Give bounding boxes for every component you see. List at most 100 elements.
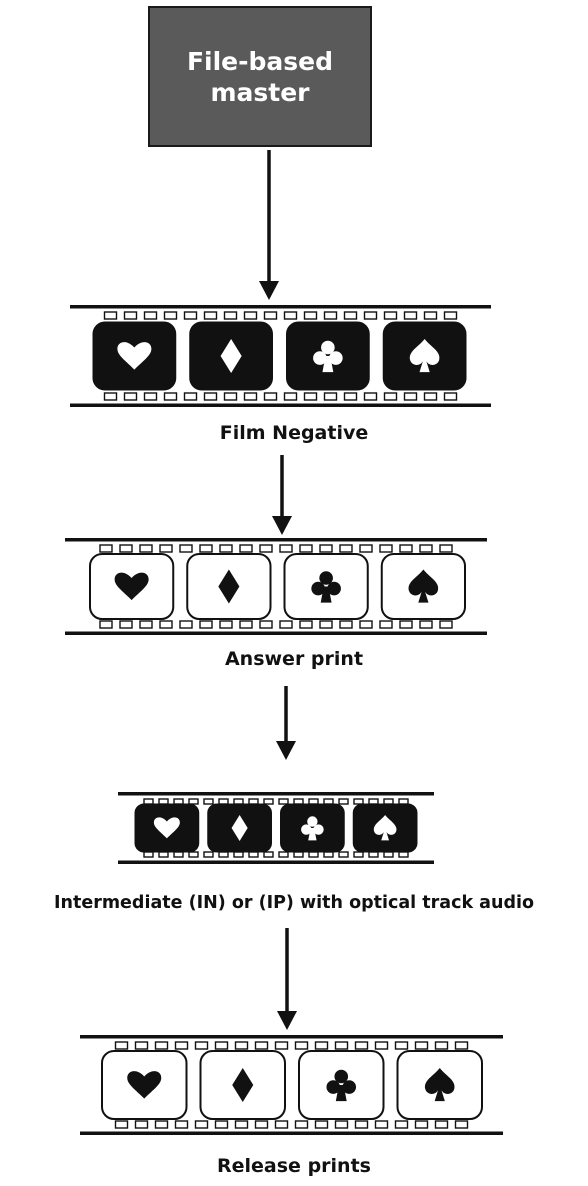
sprocket-hole (234, 1120, 249, 1129)
sprocket-hole (374, 1120, 389, 1129)
sprocket-hole (119, 620, 133, 629)
sprocket-hole (173, 798, 184, 805)
sprocket-hole (323, 851, 334, 858)
sprocket-hole (314, 1041, 329, 1050)
sprocket-hole (218, 798, 229, 805)
club-icon (326, 1069, 357, 1102)
spade-icon (409, 339, 440, 373)
sprocket-hole (439, 620, 453, 629)
sprocket-hole (158, 851, 169, 858)
sprocket-hole (339, 620, 353, 629)
sprocket-hole (319, 620, 333, 629)
sprocket-hole (134, 1041, 149, 1050)
sprocket-hole (323, 311, 338, 320)
sprocket-hole (319, 544, 333, 553)
sprocket-hole (219, 620, 233, 629)
sprocket-hole (234, 1041, 249, 1050)
sprocket-hole (263, 798, 274, 805)
sprocket-hole (339, 544, 353, 553)
sprocket-hole (188, 798, 199, 805)
sprocket-hole (223, 311, 238, 320)
sprocket-hole (299, 620, 313, 629)
sprocket-hole (399, 620, 413, 629)
film-negative-label: Film Negative (219, 422, 369, 444)
film-strip (118, 792, 434, 864)
sprocket-hole (134, 1120, 149, 1129)
sprocket-hole (239, 544, 253, 553)
sprocket-hole (383, 851, 394, 858)
heart-icon (127, 1071, 162, 1099)
sprocket-hole (283, 311, 298, 320)
sprocket-hole (114, 1041, 129, 1050)
sprocket-hole (394, 1041, 409, 1050)
sprocket-hole (363, 392, 378, 401)
sprocket-hole (233, 851, 244, 858)
heart-icon (117, 342, 152, 370)
film-rail (80, 1131, 503, 1135)
diamond-icon (232, 1068, 254, 1102)
sprocket-hole (248, 851, 259, 858)
sprocket-hole (403, 392, 418, 401)
sprocket-hole (374, 1041, 389, 1050)
sprocket-hole (154, 1120, 169, 1129)
sprocket-hole (454, 1120, 469, 1129)
sprocket-hole (139, 544, 153, 553)
sprocket-hole (398, 798, 409, 805)
sprocket-hole (383, 798, 394, 805)
sprocket-hole (294, 1041, 309, 1050)
film-rail (118, 860, 434, 864)
sprocket-hole (323, 392, 338, 401)
sprocket-hole (423, 392, 438, 401)
sprocket-hole (323, 798, 334, 805)
sprocket-hole (443, 311, 458, 320)
sprocket-hole (308, 851, 319, 858)
sprocket-hole (279, 544, 293, 553)
sprocket-hole (279, 620, 293, 629)
answer-print-label: Answer print (224, 648, 364, 670)
film-rail (80, 1035, 503, 1039)
sprocket-hole (398, 851, 409, 858)
sprocket-hole (414, 1120, 429, 1129)
sprocket-hole (199, 620, 213, 629)
sprocket-hole (173, 851, 184, 858)
sprocket-hole (414, 1041, 429, 1050)
sprocket-hole (179, 620, 193, 629)
sprocket-hole (308, 798, 319, 805)
heart-icon (153, 817, 180, 839)
sprocket-hole (174, 1041, 189, 1050)
spade-icon (408, 569, 439, 603)
sprocket-hole (199, 544, 213, 553)
sprocket-hole (163, 311, 178, 320)
sprocket-hole (123, 311, 138, 320)
sprocket-hole (434, 1120, 449, 1129)
sprocket-hole (338, 851, 349, 858)
film-rail (70, 305, 491, 309)
sprocket-hole (343, 311, 358, 320)
heart-icon (114, 572, 149, 601)
sprocket-hole (174, 1120, 189, 1129)
sprocket-hole (99, 620, 113, 629)
sprocket-hole (203, 851, 214, 858)
sprocket-hole (359, 620, 373, 629)
sprocket-hole (379, 544, 393, 553)
sprocket-hole (443, 392, 458, 401)
sprocket-hole (383, 311, 398, 320)
sprocket-hole (103, 311, 118, 320)
sprocket-hole (293, 851, 304, 858)
sprocket-hole (159, 620, 173, 629)
sprocket-hole (143, 798, 154, 805)
sprocket-hole (158, 798, 169, 805)
sprocket-hole (254, 1041, 269, 1050)
film-rail (65, 538, 487, 542)
sprocket-hole (143, 851, 154, 858)
spade-icon (373, 815, 397, 841)
sprocket-hole (263, 392, 278, 401)
sprocket-hole (354, 1041, 369, 1050)
film-strip (65, 538, 487, 635)
sprocket-hole (243, 311, 258, 320)
sprocket-hole (99, 544, 113, 553)
sprocket-hole (334, 1041, 349, 1050)
file-based-master-box: File-based master (148, 6, 372, 147)
sprocket-hole (143, 392, 158, 401)
